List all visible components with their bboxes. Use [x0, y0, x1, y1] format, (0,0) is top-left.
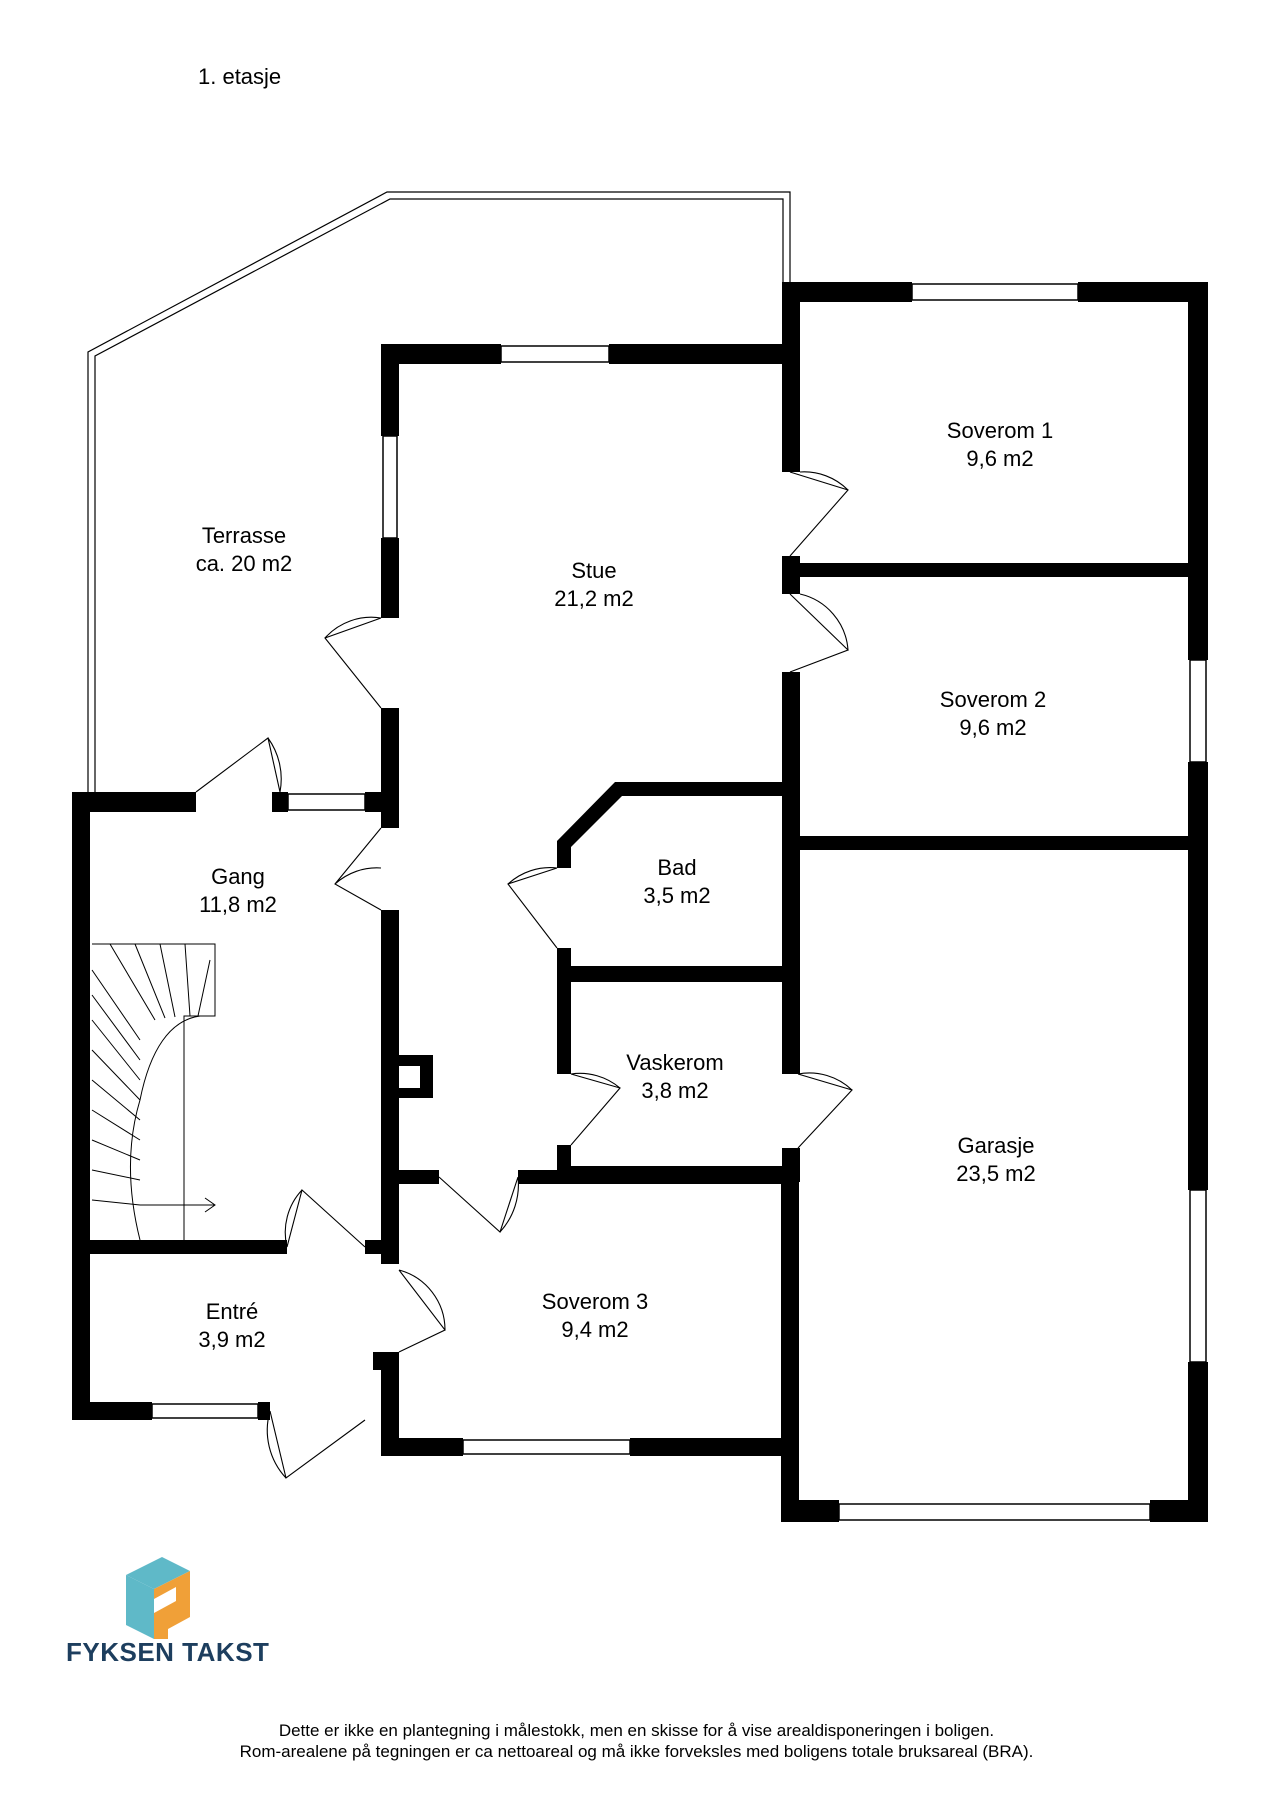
door-swings	[195, 471, 854, 1479]
room-name-stue: Stue	[571, 558, 616, 583]
floor-title: 1. etasje	[198, 64, 282, 89]
room-name-entre: Entré	[206, 1299, 259, 1324]
room-area-gang: 11,8 m2	[199, 892, 277, 917]
windows	[151, 283, 1207, 1521]
room-area-vaskerom: 3,8 m2	[641, 1078, 708, 1103]
room-labels: Terrasse ca. 20 m2 Stue 21,2 m2 Soverom …	[196, 418, 1054, 1352]
room-name-bad: Bad	[657, 855, 696, 880]
room-area-garasje: 23,5 m2	[956, 1161, 1036, 1186]
staircase	[91, 943, 216, 1241]
room-name-soverom2: Soverom 2	[940, 687, 1046, 712]
disclaimer-line-1: Dette er ikke en plantegning i målestokk…	[278, 1721, 995, 1740]
fyksen-takst-logo-icon	[126, 1557, 190, 1639]
room-area-bad: 3,5 m2	[643, 883, 710, 908]
logo-teal-shape	[126, 1557, 190, 1589]
brand-name: FYKSEN TAKST	[66, 1637, 270, 1667]
room-name-soverom1: Soverom 1	[947, 418, 1053, 443]
room-area-soverom3: 9,4 m2	[561, 1317, 628, 1342]
room-area-terrasse: ca. 20 m2	[196, 551, 293, 576]
room-name-vaskerom: Vaskerom	[626, 1050, 723, 1075]
room-name-terrasse: Terrasse	[202, 523, 286, 548]
room-name-soverom3: Soverom 3	[542, 1289, 648, 1314]
logo-orange-shape	[154, 1571, 190, 1639]
room-name-garasje: Garasje	[957, 1133, 1034, 1158]
room-name-gang: Gang	[211, 864, 265, 889]
disclaimer-line-2: Rom-arealene på tegningen er ca nettoare…	[239, 1742, 1034, 1761]
terrace-outline	[87, 191, 791, 792]
disclaimer: Dette er ikke en plantegning i målestokk…	[0, 1720, 1273, 1762]
room-area-soverom1: 9,6 m2	[966, 446, 1033, 471]
walls	[72, 282, 1208, 1522]
room-area-stue: 21,2 m2	[554, 586, 634, 611]
room-area-entre: 3,9 m2	[198, 1327, 265, 1352]
room-area-soverom2: 9,6 m2	[959, 715, 1026, 740]
